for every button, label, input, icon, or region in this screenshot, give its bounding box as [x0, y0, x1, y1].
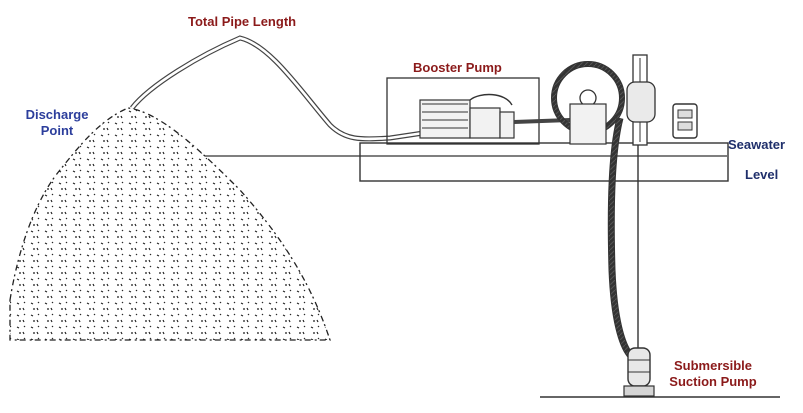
seawater-label: Seawater [728, 137, 786, 152]
total-pipe-length-label: Total Pipe Length [188, 14, 297, 29]
barge [359, 142, 729, 182]
suction-hose [607, 117, 639, 358]
sand-pile [9, 107, 331, 341]
submersible-line1: Submersible [673, 358, 753, 373]
booster-pump-engine [419, 93, 515, 139]
submersible-suction-pump-label: Submersible Suction Pump [658, 358, 768, 390]
submersible-line2: Suction Pump [669, 374, 757, 389]
booster-pump-label: Booster Pump [413, 60, 502, 75]
lifting-mast [626, 54, 656, 146]
discharge-point-line1: Discharge [25, 107, 89, 122]
discharge-point-line2: Point [40, 123, 74, 138]
level-label: Level [745, 167, 779, 182]
hose-reel [551, 61, 625, 145]
discharge-point-label: Discharge Point [18, 107, 96, 139]
discharge-pipe [130, 35, 431, 142]
control-box [672, 103, 698, 139]
booster-pump-box [386, 77, 540, 145]
submersible-pump [623, 347, 655, 397]
